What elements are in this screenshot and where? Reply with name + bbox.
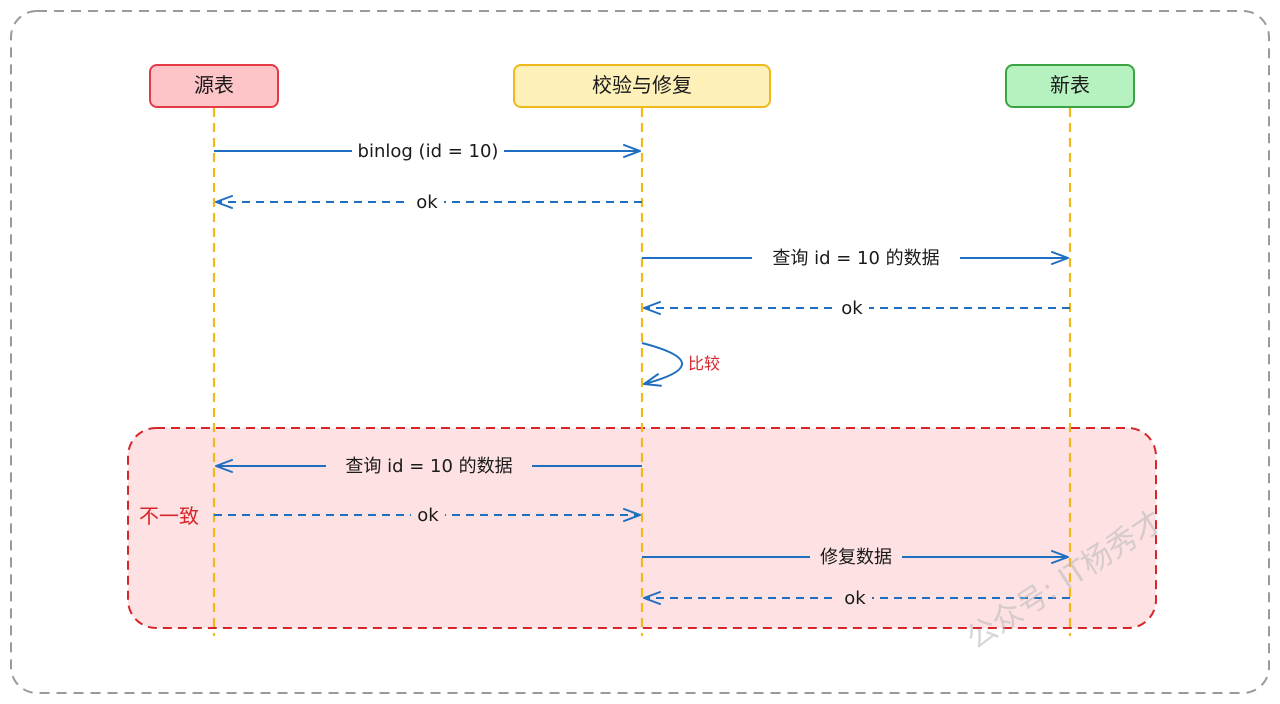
message-query-source: 查询 id = 10 的数据 — [215, 452, 642, 478]
message-repair: 修复数据 — [642, 543, 1069, 569]
actor-source-label: 源表 — [194, 73, 234, 97]
actor-checker-box — [513, 64, 771, 108]
self-message-compare-arrow — [641, 342, 683, 387]
message-ok-3: ok — [214, 503, 641, 527]
message-ok-1-label: ok — [416, 192, 438, 213]
message-ok-4-label: ok — [844, 588, 866, 609]
message-ok-1: ok — [215, 190, 642, 214]
actor-source: 源表 — [149, 64, 279, 108]
message-ok-4: ok — [643, 586, 1070, 610]
message-binlog-label: binlog (id = 10) — [358, 141, 499, 162]
actor-checker: 校验与修复 — [513, 64, 771, 108]
message-query-source-label: 查询 id = 10 的数据 — [345, 456, 512, 477]
self-message-compare: 比较 — [641, 342, 720, 387]
outer-frame — [10, 10, 1270, 694]
message-repair-label: 修复数据 — [820, 547, 892, 568]
actor-source-box — [149, 64, 279, 108]
message-ok-3-label: ok — [417, 505, 439, 526]
actor-checker-label: 校验与修复 — [592, 73, 692, 97]
actor-target-label: 新表 — [1050, 73, 1090, 97]
inconsistency-region-label: 不一致 — [139, 504, 199, 528]
actor-target-box — [1005, 64, 1135, 108]
message-ok-2-label: ok — [841, 298, 863, 319]
message-ok-2: ok — [643, 296, 1070, 320]
message-query-target: 查询 id = 10 的数据 — [642, 244, 1069, 270]
actor-target: 新表 — [1005, 64, 1135, 108]
message-binlog: binlog (id = 10) — [214, 137, 641, 163]
message-query-target-label: 查询 id = 10 的数据 — [772, 248, 939, 269]
self-message-compare-label: 比较 — [688, 354, 720, 373]
